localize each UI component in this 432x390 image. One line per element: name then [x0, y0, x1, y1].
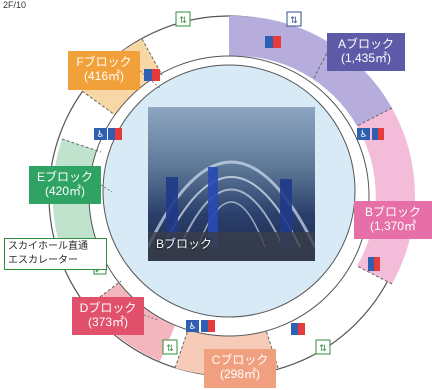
svg-text:♿: ♿ [188, 322, 196, 332]
svg-text:⇅: ⇅ [166, 344, 174, 354]
escalator-note: スカイホール直通 エスカレーター [4, 238, 107, 270]
block-c-area: (298㎡) [219, 367, 260, 381]
elevator-icon: ⇅ [286, 11, 302, 27]
restroom-icon [291, 323, 305, 335]
block-e-name: Eブロック [36, 170, 93, 184]
svg-text:♿: ♿ [359, 130, 367, 140]
block-d-label: Dブロック (373㎡) [72, 297, 144, 335]
restroom-icon [108, 128, 122, 140]
hall-photo: Bブロック [148, 107, 315, 261]
svg-text:♿: ♿ [96, 130, 104, 140]
elevator-icon: ⇅ [175, 11, 191, 27]
hall-photo-image [148, 160, 315, 261]
restroom-icon [368, 257, 380, 271]
elevator-icon: ⇅ [162, 339, 178, 355]
block-b-area: (1,370㎡ [369, 219, 417, 233]
restroom-icon [144, 69, 160, 81]
wheelchair-icon: ♿ [94, 128, 107, 140]
block-f-label: Fブロック (416㎡) [68, 51, 140, 90]
wheelchair-icon: ♿ [357, 128, 370, 140]
restroom-icon [265, 36, 281, 48]
escalator-note-line2: エスカレーター [8, 255, 78, 266]
ring-segment-b [357, 108, 415, 284]
restroom-icon [372, 128, 384, 140]
center-block-label: Bブロック [156, 237, 213, 251]
wheelchair-icon: ♿ [186, 320, 199, 332]
svg-text:⇅: ⇅ [319, 344, 327, 354]
block-d-area: (373㎡) [87, 315, 128, 329]
block-b-name: Bブロック [364, 205, 421, 219]
restroom-icon [201, 320, 215, 332]
svg-text:⇅: ⇅ [290, 16, 298, 26]
block-f-area: (416㎡) [83, 69, 124, 83]
block-a-label: Aブロック (1,435㎡) [327, 33, 405, 71]
block-c-name: Cブロック [211, 353, 269, 367]
block-a-area: (1,435㎡) [340, 51, 392, 65]
svg-text:⇅: ⇅ [179, 16, 187, 26]
block-a-name: Aブロック [337, 37, 394, 51]
corner-text: 2F/10 [3, 0, 27, 10]
escalator-note-line1: スカイホール直通 [8, 241, 88, 252]
block-b-label: Bブロック (1,370㎡ [354, 201, 432, 239]
block-c-label: Cブロック (298㎡) [204, 349, 276, 388]
block-e-label: Eブロック (420㎡) [29, 166, 101, 204]
block-d-name: Dブロック [79, 301, 137, 315]
block-f-name: Fブロック [76, 55, 132, 69]
elevator-icon: ⇅ [315, 339, 331, 355]
block-e-area: (420㎡) [44, 184, 85, 198]
